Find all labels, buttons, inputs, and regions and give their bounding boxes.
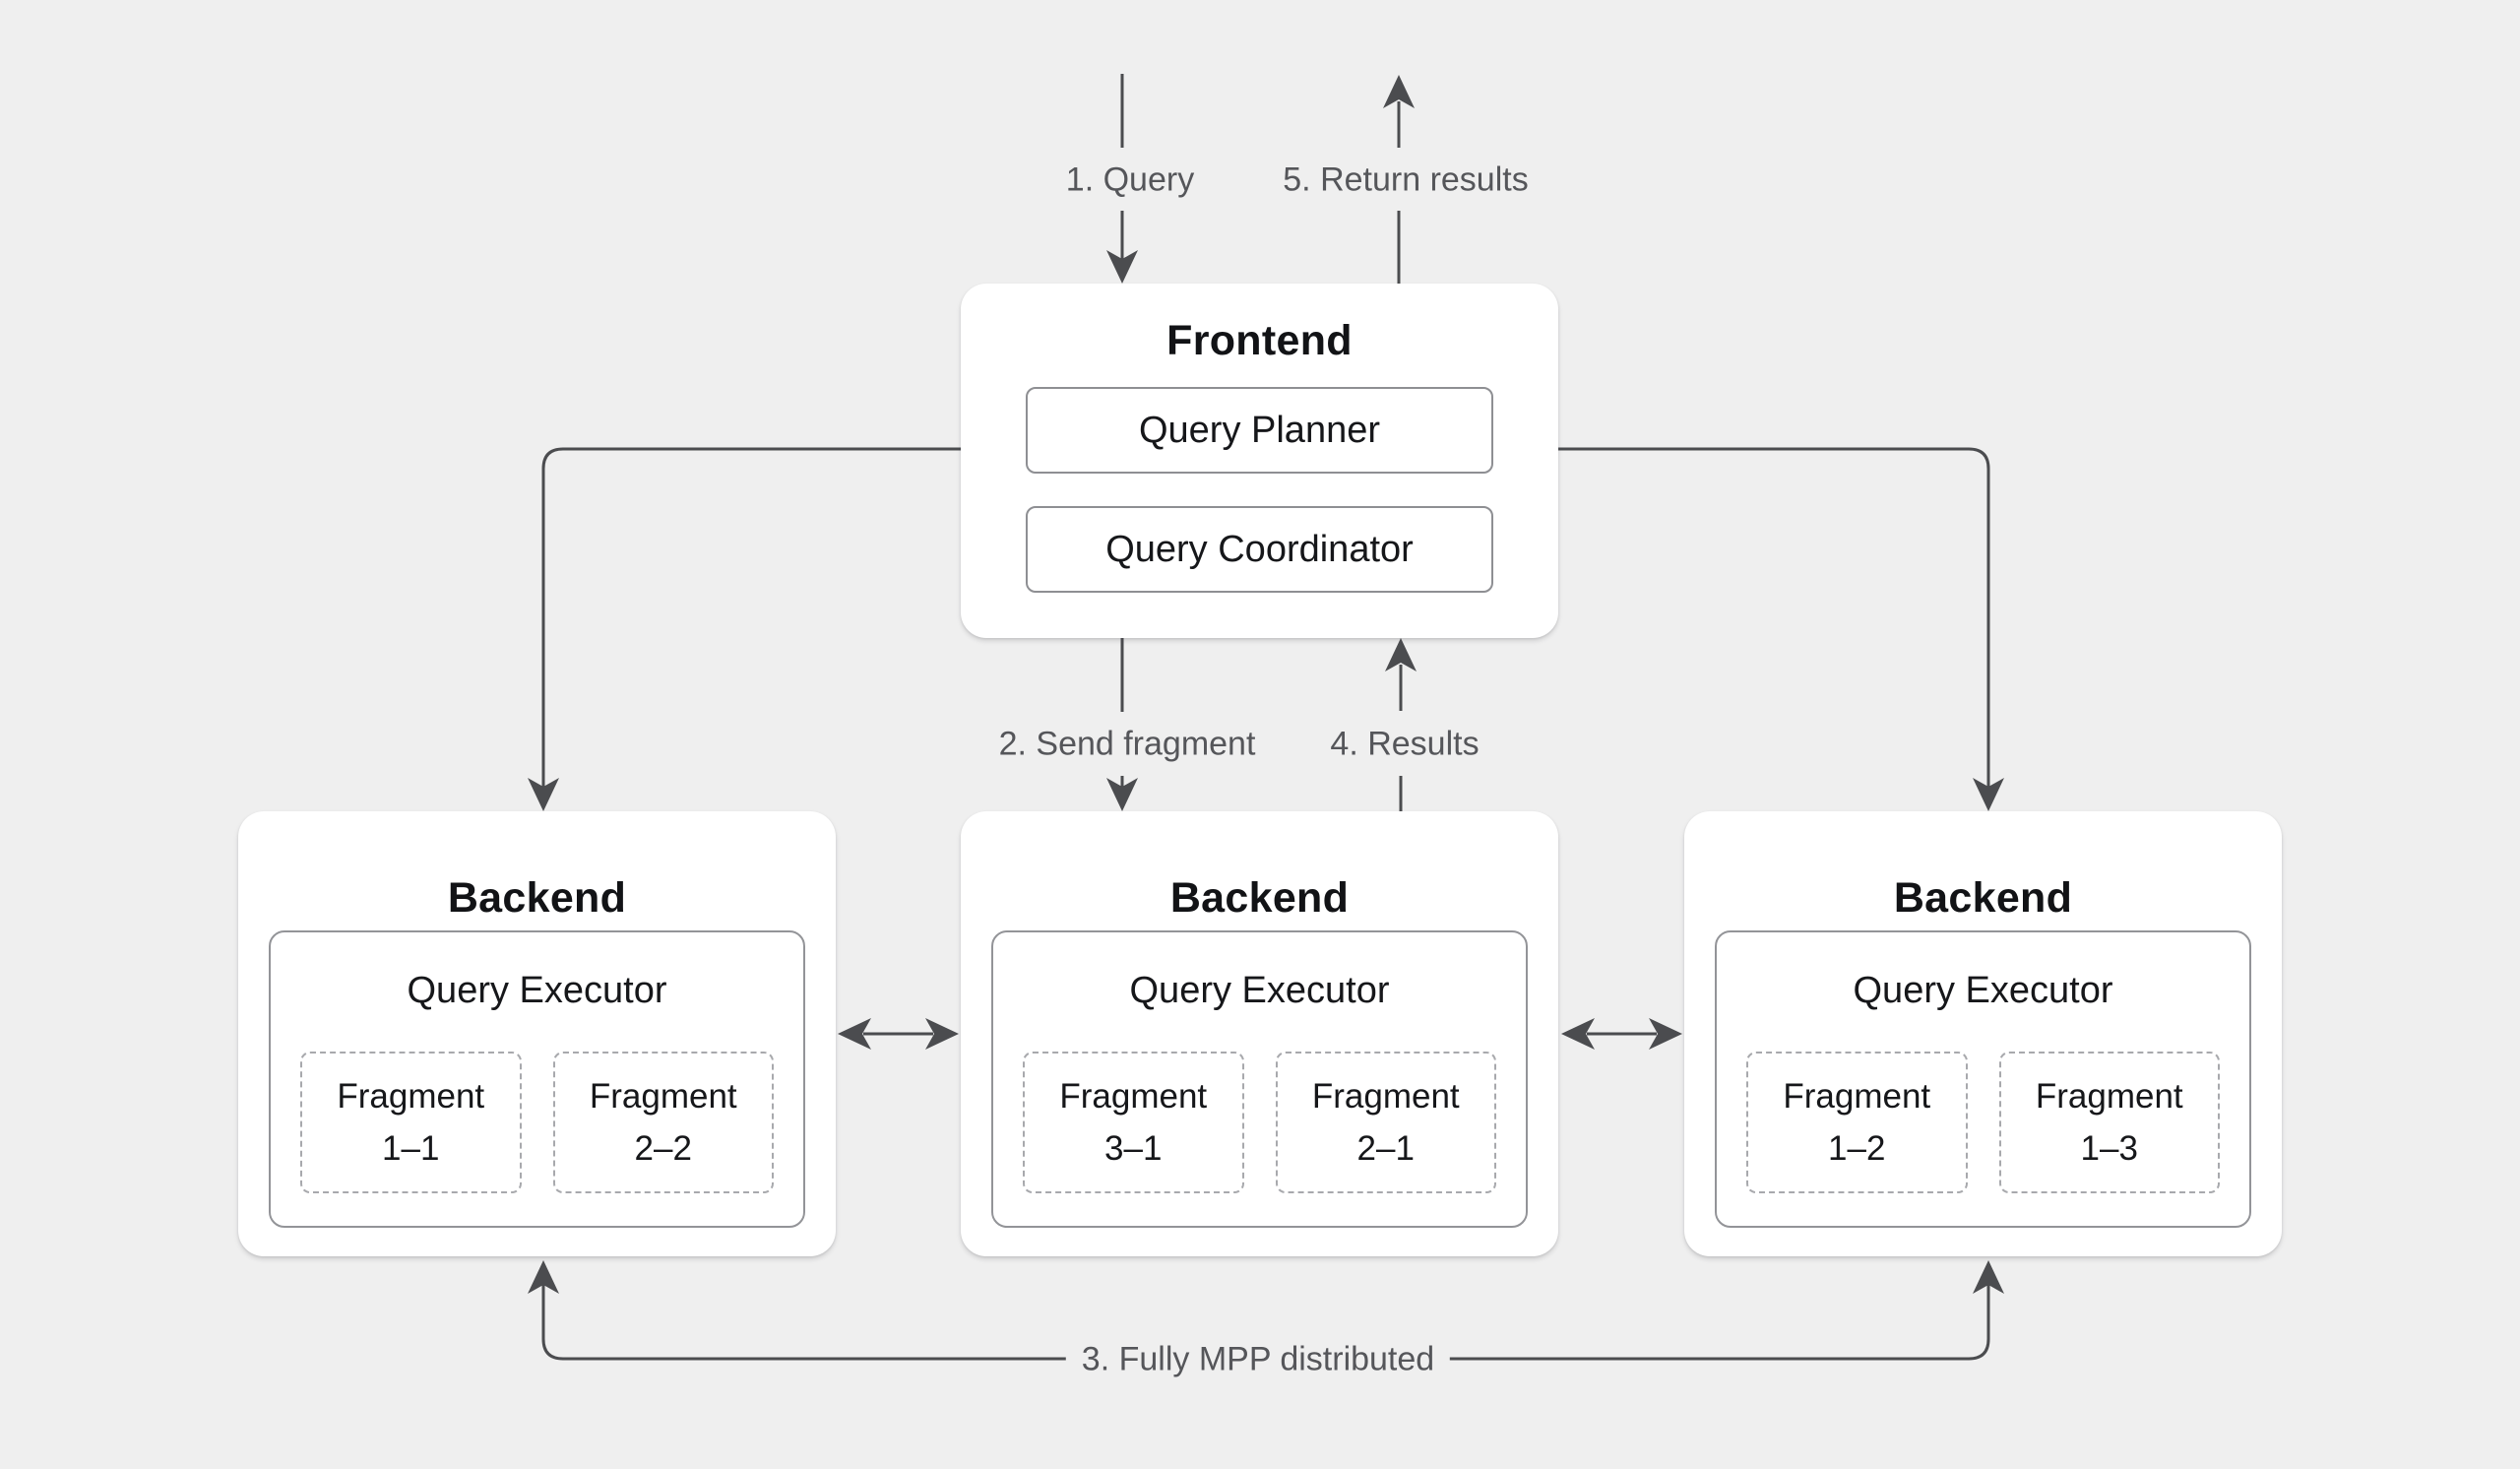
backend-box-left: Backend Query Executor Fragment 1–1 Frag… (238, 811, 836, 1256)
backend-title: Backend (447, 874, 627, 922)
fragment-id: 2–1 (1356, 1129, 1415, 1168)
fragment-id: 1–1 (382, 1129, 440, 1168)
arrowhead-results-up (1385, 638, 1417, 671)
fragment-box-1-2: Fragment 1–2 (1746, 1052, 1968, 1193)
fragment-word: Fragment (337, 1077, 485, 1116)
query-coordinator-label: Query Coordinator (1105, 528, 1414, 570)
query-executor-box: Query Executor Fragment 1–2 Fragment 1–3 (1715, 930, 2251, 1228)
query-executor-label: Query Executor (407, 970, 667, 1011)
fragment-box-1-1: Fragment 1–1 (300, 1052, 522, 1193)
flow-label-query: 1. Query (1049, 160, 1211, 200)
frontend-box: Frontend Query Planner Query Coordinator (961, 284, 1558, 638)
fragment-word: Fragment (589, 1077, 737, 1116)
query-executor-label: Query Executor (1129, 970, 1390, 1011)
arrowhead-left-mid-left (838, 1018, 871, 1050)
arrowhead-mid-right-right (1649, 1018, 1682, 1050)
query-executor-box: Query Executor Fragment 3–1 Fragment 2–1 (991, 930, 1528, 1228)
backend-box-middle: Backend Query Executor Fragment 3–1 Frag… (961, 811, 1558, 1256)
fragment-word: Fragment (2035, 1077, 2183, 1116)
query-coordinator-box: Query Coordinator (1026, 506, 1493, 593)
arrowhead-send-down (1106, 778, 1138, 811)
fragment-word: Fragment (1311, 1077, 1460, 1116)
fragment-word: Fragment (1783, 1077, 1931, 1116)
query-executor-box: Query Executor Fragment 1–1 Fragment 2–2 (269, 930, 805, 1228)
frontend-title: Frontend (1166, 317, 1353, 364)
backend-title: Backend (1893, 874, 2073, 922)
fragment-box-2-1: Fragment 2–1 (1275, 1052, 1496, 1193)
fragment-row: Fragment 1–2 Fragment 1–3 (1746, 1052, 2220, 1193)
fragment-row: Fragment 3–1 Fragment 2–1 (1023, 1052, 1496, 1193)
query-planner-box: Query Planner (1026, 387, 1493, 474)
arrowhead-return-up (1383, 75, 1415, 108)
backend-box-right: Backend Query Executor Fragment 1–2 Frag… (1684, 811, 2282, 1256)
flow-label-fully-mpp-distributed: 3. Fully MPP distributed (1065, 1340, 1451, 1379)
fragment-id: 2–2 (634, 1129, 692, 1168)
query-executor-label: Query Executor (1853, 970, 2113, 1011)
fragment-word: Fragment (1059, 1077, 1208, 1116)
fragment-id: 1–2 (1828, 1129, 1886, 1168)
fragment-box-2-2: Fragment 2–2 (552, 1052, 774, 1193)
arrowhead-left-backend-down (528, 778, 559, 811)
connector-frontend-left-backend (541, 447, 961, 787)
flow-label-send-fragment: 2. Send fragment (982, 725, 1272, 764)
arrowhead-right-backend-down (1973, 778, 2004, 811)
arrowhead-bottom-right-up (1973, 1260, 2004, 1294)
fragment-id: 1–3 (2080, 1129, 2138, 1168)
arrowheads (528, 75, 2004, 1294)
backend-title: Backend (1169, 874, 1350, 922)
arrowhead-bottom-left-up (528, 1260, 559, 1294)
fragment-id: 3–1 (1104, 1129, 1163, 1168)
arrowhead-mid-right-left (1561, 1018, 1595, 1050)
arrowhead-left-mid-right (925, 1018, 959, 1050)
arrowhead-query-down (1106, 250, 1138, 284)
connector-frontend-right-backend (1558, 447, 1990, 787)
query-planner-label: Query Planner (1138, 409, 1380, 451)
fragment-box-1-3: Fragment 1–3 (1998, 1052, 2220, 1193)
fragment-box-3-1: Fragment 3–1 (1023, 1052, 1244, 1193)
flow-label-return-results: 5. Return results (1267, 160, 1544, 200)
fragment-row: Fragment 1–1 Fragment 2–2 (300, 1052, 774, 1193)
flow-label-results: 4. Results (1314, 725, 1495, 764)
